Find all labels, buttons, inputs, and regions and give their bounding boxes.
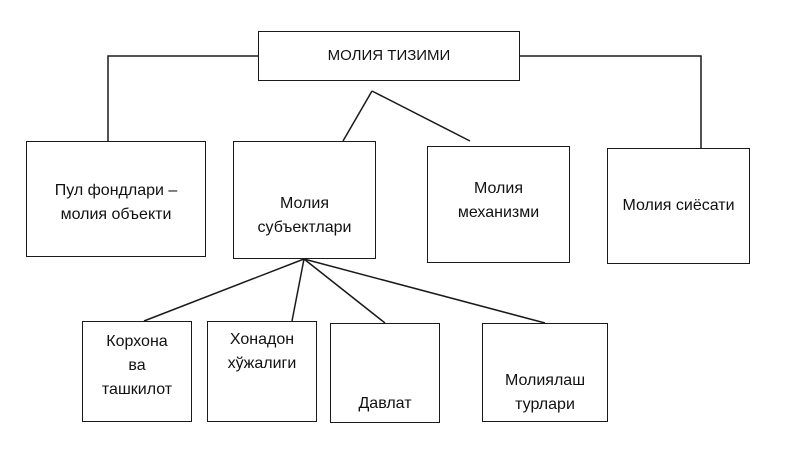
node-money-funds: Пул фондлари – молия объекти: [26, 141, 206, 257]
node-finance-subjects: Молия субъектлари: [233, 141, 376, 259]
node-state: Давлат: [330, 323, 440, 423]
node-finance-system-label: МОЛИЯ ТИЗИМИ: [327, 47, 451, 64]
node-state-label: Давлат: [358, 395, 412, 412]
node-household: Хонадон хўжалиги: [207, 321, 317, 422]
connector-root-subjects: [342, 90, 373, 142]
connector-root-fonds: [107, 55, 258, 141]
node-finance-subjects-label: Молия субъектлари: [257, 195, 352, 236]
node-finance-mechanism: Молия механизми: [427, 146, 570, 263]
connector-subjects-fin: [303, 258, 546, 324]
node-enterprise-label: Корхона ва ташкилот: [101, 333, 173, 398]
connector-root-policy: [520, 55, 702, 148]
node-finance-system: МОЛИЯ ТИЗИМИ: [258, 31, 520, 81]
node-enterprise: Корхона ва ташкилот: [82, 321, 192, 422]
connector-subjects-state: [303, 258, 386, 324]
connector-subjects-house: [291, 258, 305, 322]
node-financing-types-label: Молиялаш турлари: [504, 372, 586, 413]
connector-subjects-corp: [143, 258, 305, 322]
node-finance-policy-label: Молия сиёсати: [622, 197, 735, 214]
node-finance-mechanism-label: Молия механизми: [457, 179, 540, 221]
connector-root-mechanism: [371, 90, 471, 142]
node-finance-policy: Молия сиёсати: [607, 148, 750, 264]
node-household-label: Хонадон хўжалиги: [227, 331, 297, 372]
node-financing-types: Молиялаш турлари: [482, 323, 608, 422]
node-money-funds-label: Пул фондлари – молия объекти: [54, 182, 178, 223]
